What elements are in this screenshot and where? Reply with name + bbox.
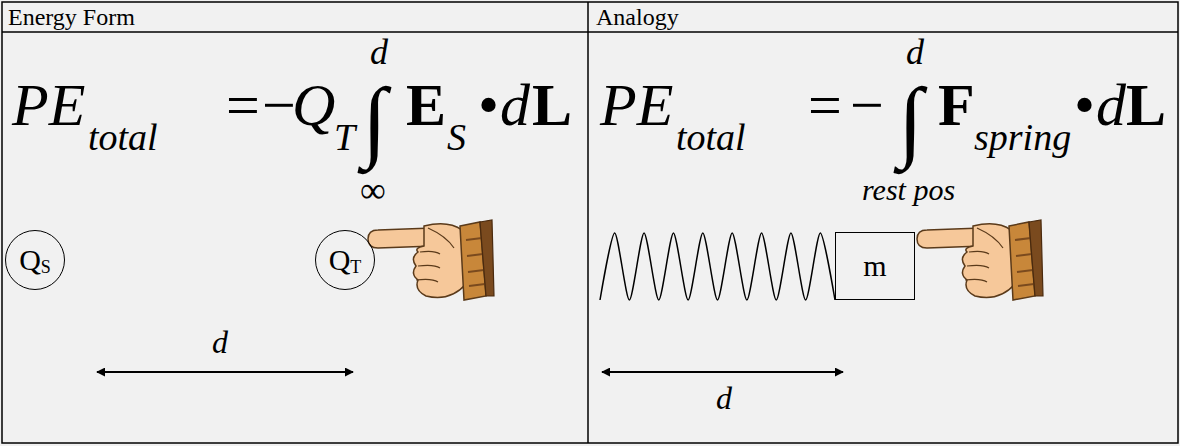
node-symbol: Q bbox=[329, 245, 351, 275]
equation-symbol: E bbox=[406, 75, 446, 135]
mass-box: m bbox=[835, 232, 915, 300]
integral-limit: d bbox=[370, 34, 388, 70]
equation-symbol: F bbox=[938, 75, 975, 135]
equation-symbol: PE bbox=[600, 75, 673, 135]
equation-subscript: total bbox=[676, 118, 746, 156]
node-subscript: T bbox=[350, 258, 361, 276]
dimension-label: d bbox=[716, 382, 732, 414]
equation-operator: • bbox=[478, 75, 499, 135]
column-header: Energy Form bbox=[8, 5, 135, 29]
node-symbol: m bbox=[863, 251, 886, 281]
integral-limit: rest pos bbox=[862, 175, 955, 205]
integral-limit: d bbox=[906, 34, 924, 70]
integral-sign: ∫ bbox=[898, 75, 923, 165]
equation-symbol: d bbox=[500, 75, 530, 135]
charge-circle: QT bbox=[315, 230, 375, 290]
dimension-arrows bbox=[97, 371, 843, 373]
spring-coil bbox=[600, 233, 835, 300]
equation-symbol: Q bbox=[292, 75, 335, 135]
equation-operator: − bbox=[850, 75, 884, 135]
integral-sign: ∫ bbox=[362, 75, 387, 165]
charge-circle: QS bbox=[5, 230, 65, 290]
equation-subscript: S bbox=[447, 118, 466, 156]
equation-operator: = bbox=[808, 75, 842, 135]
pointing-hand bbox=[917, 220, 1043, 300]
pointing-hand bbox=[368, 220, 494, 300]
equation-subscript: spring bbox=[974, 118, 1071, 156]
equation-subscript: total bbox=[88, 118, 158, 156]
equation-symbol: L bbox=[532, 75, 572, 135]
equation-symbol: d bbox=[1096, 75, 1126, 135]
equation-operator: • bbox=[1074, 75, 1095, 135]
equation-subscript: T bbox=[334, 118, 355, 156]
node-symbol: Q bbox=[19, 245, 41, 275]
dimension-label: d bbox=[212, 326, 228, 358]
equation-operator: = bbox=[226, 75, 260, 135]
equation-symbol: PE bbox=[12, 75, 85, 135]
column-header: Analogy bbox=[596, 5, 679, 29]
node-subscript: S bbox=[41, 258, 51, 276]
equation-operator: − bbox=[262, 75, 296, 135]
integral-limit: ∞ bbox=[360, 172, 386, 208]
equation-symbol: L bbox=[1126, 75, 1166, 135]
